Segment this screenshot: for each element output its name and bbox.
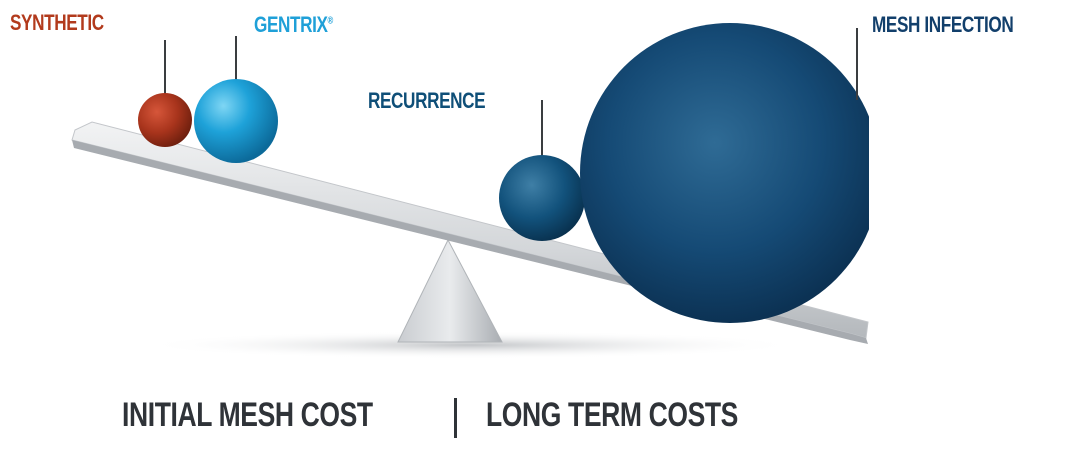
synthetic-sphere (138, 93, 192, 147)
gentrix-sphere (194, 79, 278, 163)
mesh-infection-sphere (580, 23, 880, 323)
gentrix-label: GENTRIX® (254, 14, 333, 36)
initial-mesh-cost-label: INITIAL MESH COST (122, 396, 373, 434)
ground-shadow (140, 331, 800, 359)
footer-divider (454, 398, 457, 438)
synthetic-label: SYNTHETIC (10, 10, 104, 35)
registered-mark: ® (327, 15, 334, 27)
mesh-infection-label: MESH INFECTION (872, 12, 1014, 37)
recurrence-label: RECURRENCE (368, 88, 486, 113)
recurrence-sphere (499, 155, 585, 241)
long-term-costs-label: LONG TERM COSTS (486, 396, 738, 434)
gentrix-label-text: GENTRIX (254, 12, 328, 37)
fulcrum (397, 238, 503, 343)
